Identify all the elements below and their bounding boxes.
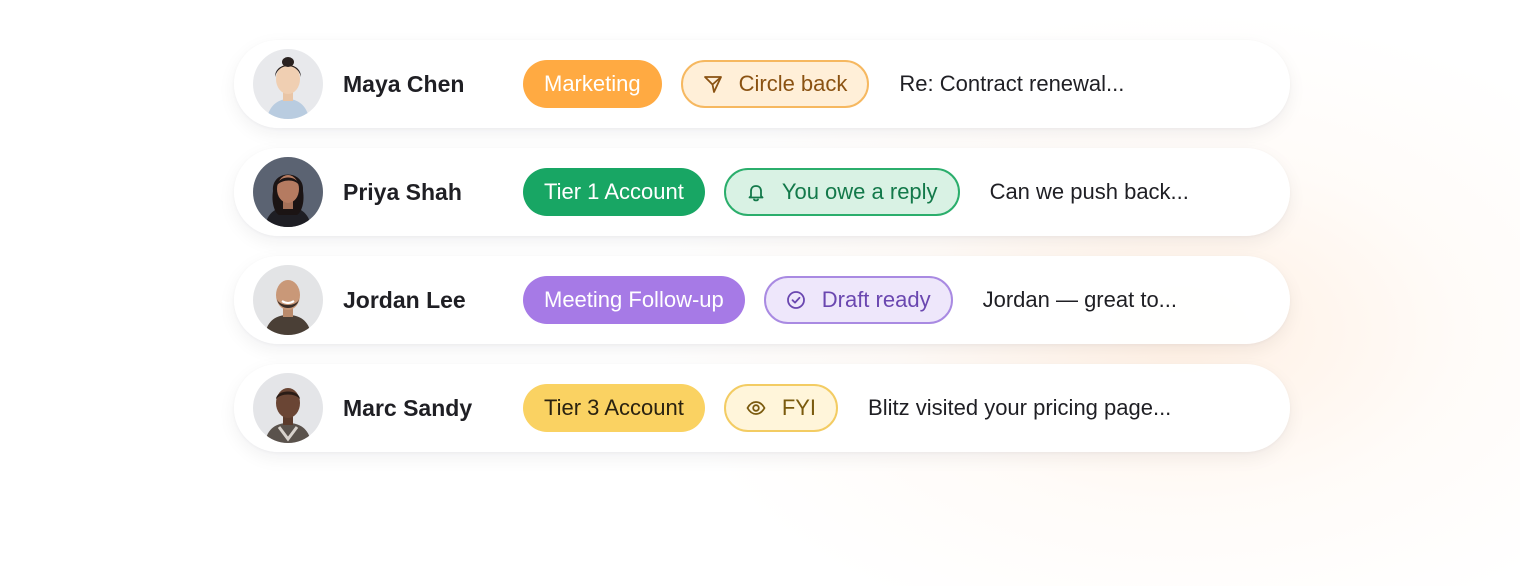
category-tag[interactable]: Marketing bbox=[523, 60, 662, 108]
list-item[interactable]: Jordan Lee Meeting Follow-up Draft ready… bbox=[234, 256, 1290, 344]
avatar bbox=[253, 373, 323, 443]
message-preview: Blitz visited your pricing page... bbox=[868, 395, 1172, 420]
message-preview: Can we push back... bbox=[989, 179, 1189, 204]
category-tag[interactable]: Tier 3 Account bbox=[523, 384, 705, 432]
list-item[interactable]: Priya Shah Tier 1 Account You owe a repl… bbox=[234, 148, 1290, 236]
category-tag[interactable]: Meeting Follow-up bbox=[523, 276, 745, 324]
message-preview: Re: Contract renewal... bbox=[899, 71, 1125, 96]
avatar bbox=[253, 157, 323, 227]
message-preview: Jordan — great to... bbox=[982, 287, 1178, 312]
eye-icon bbox=[746, 398, 766, 418]
category-tag[interactable]: Tier 1 Account bbox=[523, 168, 705, 216]
status-badge[interactable]: You owe a reply bbox=[723, 168, 960, 216]
check-circle-icon bbox=[786, 290, 806, 310]
status-label: You owe a reply bbox=[781, 179, 938, 204]
bell-icon bbox=[746, 182, 766, 202]
contact-name: Jordan Lee bbox=[343, 287, 466, 313]
contact-name: Marc Sandy bbox=[343, 395, 473, 421]
status-label: Draft ready bbox=[821, 287, 931, 312]
status-badge[interactable]: Circle back bbox=[680, 60, 870, 108]
list-item[interactable]: Marc Sandy Tier 3 Account FYI Blitz visi… bbox=[234, 364, 1290, 452]
conversation-list: Maya Chen Marketing Circle back Re: Cont… bbox=[234, 40, 1290, 472]
contact-name: Maya Chen bbox=[343, 71, 465, 97]
status-label: FYI bbox=[781, 395, 817, 420]
avatar bbox=[253, 265, 323, 335]
status-badge[interactable]: Draft ready bbox=[763, 276, 953, 324]
list-item[interactable]: Maya Chen Marketing Circle back Re: Cont… bbox=[234, 40, 1290, 128]
avatar bbox=[253, 49, 323, 119]
contact-name: Priya Shah bbox=[343, 179, 462, 205]
status-badge[interactable]: FYI bbox=[723, 384, 839, 432]
status-label: Circle back bbox=[738, 71, 848, 96]
send-icon bbox=[703, 74, 723, 94]
